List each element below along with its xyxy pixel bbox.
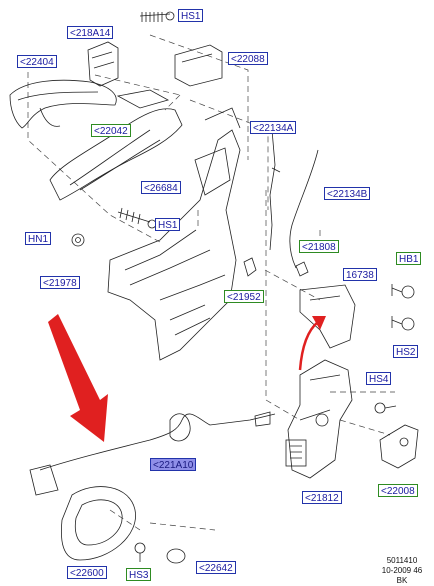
label-21978: <21978 (40, 276, 80, 289)
label-22008: <22008 (378, 484, 418, 497)
label-26684: <26684 (141, 181, 181, 194)
rod-22134a (269, 129, 281, 251)
label-21812: <21812 (302, 491, 342, 504)
clip-21952 (243, 257, 257, 277)
cable-221a10 (39, 411, 276, 471)
label-21808: <21808 (299, 240, 339, 253)
label-hn1: HN1 (25, 232, 52, 245)
main-frame (107, 107, 241, 361)
label-hs4: HS4 (366, 372, 392, 385)
caption-line-3: BK (396, 576, 408, 585)
drawing-caption: 5011410 10-2009 46 BK (374, 556, 430, 586)
handle-cap (87, 41, 119, 87)
red-pointer-arrow (48, 314, 108, 442)
caption-line-2: 10-2009 46 (381, 566, 423, 575)
label-22042: <22042 (91, 124, 131, 137)
latch-21812 (285, 359, 353, 479)
screw-hs4 (374, 402, 397, 414)
red-curved-arrow (298, 316, 326, 371)
label-22404: <22404 (17, 55, 57, 68)
screw-hs3 (134, 542, 146, 562)
caption-line-1: 5011410 (386, 556, 418, 565)
striker-22008 (379, 424, 419, 469)
screw-mid (117, 207, 157, 229)
screw-top (139, 11, 175, 22)
bracket-22088 (174, 44, 223, 87)
label-22600: <22600 (67, 566, 107, 579)
label-hs3: HS3 (126, 568, 152, 581)
label-22642: <22642 (196, 561, 236, 574)
rod-22134b (289, 149, 319, 269)
label-16738: 16738 (343, 268, 377, 281)
reinforcement-26684 (49, 89, 183, 201)
dashed-guides (27, 34, 395, 531)
cap-22642 (166, 548, 186, 564)
label-hs1-mid: HS1 (155, 218, 181, 231)
label-218a14: <218A14 (67, 26, 114, 39)
cover-16738 (299, 284, 356, 349)
bolt-hs2 (391, 316, 415, 331)
label-221a10: <221A10 (150, 458, 197, 471)
label-22134b: <22134B (324, 187, 371, 200)
clip-21808 (295, 261, 309, 277)
bolt-hb1 (391, 284, 415, 299)
label-hs1-top: HS1 (178, 9, 204, 22)
label-22134a: <22134A (250, 121, 297, 134)
nut-hn1 (71, 233, 85, 247)
inner-release-22600 (29, 464, 136, 561)
label-22088: <22088 (228, 52, 268, 65)
exterior-handle (9, 79, 117, 129)
label-hs2: HS2 (393, 345, 419, 358)
label-21952: <21952 (224, 290, 264, 303)
label-hb1: HB1 (396, 252, 422, 265)
